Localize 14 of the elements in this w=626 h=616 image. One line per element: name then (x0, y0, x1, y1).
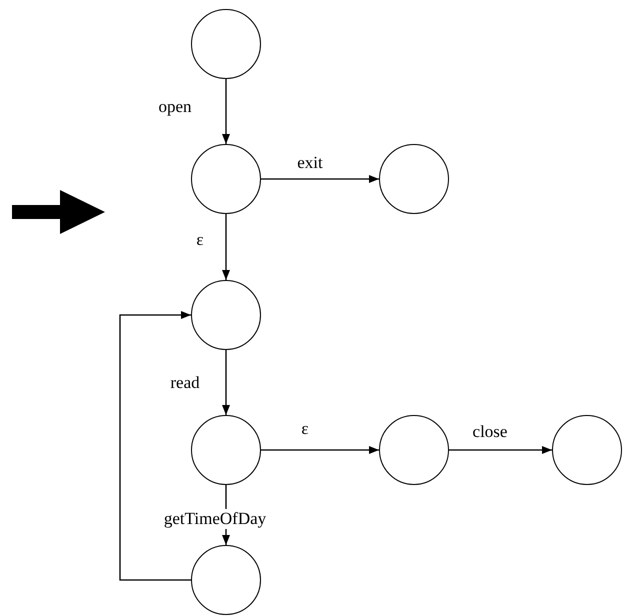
arrow (222, 214, 230, 280)
arrow (222, 350, 230, 415)
arrow (222, 79, 230, 144)
edge-label: exit (297, 153, 323, 173)
edge-label: read (170, 373, 200, 393)
edge-label: ε (301, 419, 309, 439)
edge-label: open (158, 97, 192, 117)
arrow (261, 446, 379, 454)
arrow (261, 175, 379, 183)
edge-label: ε (196, 230, 204, 250)
arrow (119, 311, 191, 581)
arrow (449, 446, 552, 454)
edge-label: getTimeOfDay (162, 509, 268, 529)
edge-label: close (472, 422, 508, 442)
